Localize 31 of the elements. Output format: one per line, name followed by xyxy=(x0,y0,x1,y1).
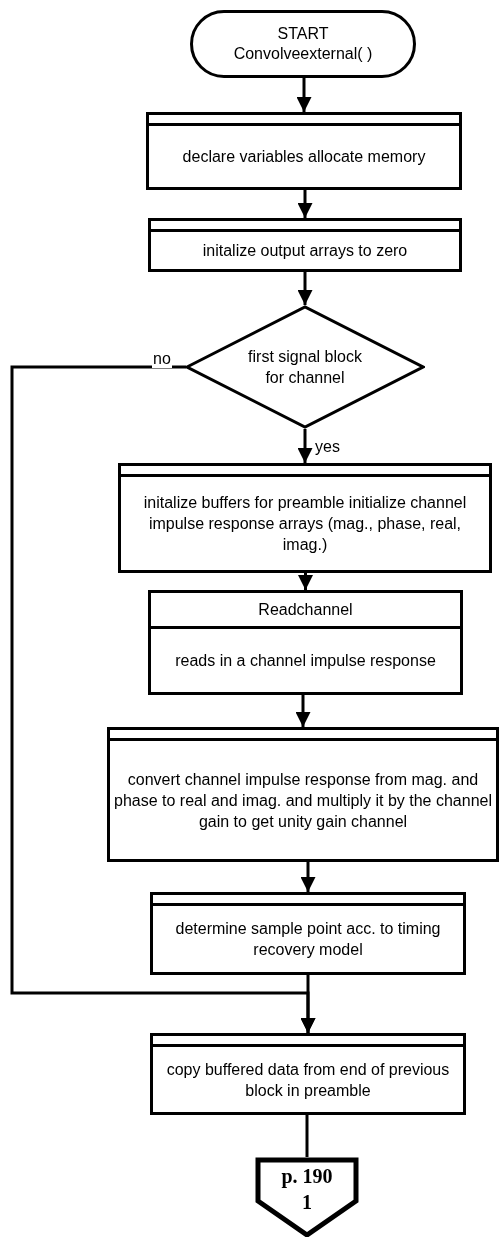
subroutine-box xyxy=(148,590,463,695)
offpage-connector xyxy=(255,1157,359,1237)
arrow xyxy=(10,365,316,1033)
process-box xyxy=(150,1033,466,1115)
arrow xyxy=(297,272,313,305)
node-text: first signal block for channel xyxy=(247,347,363,388)
arrow xyxy=(300,862,316,892)
arrow xyxy=(296,78,312,112)
arrow xyxy=(297,190,313,218)
process-box xyxy=(146,112,462,190)
node-text: determine sample point acc. to timing recovery model xyxy=(174,919,442,960)
node-text: p. 190 xyxy=(281,1164,333,1189)
process-box xyxy=(150,892,466,975)
connector-line xyxy=(305,1115,309,1157)
arrow xyxy=(298,573,313,590)
process-box xyxy=(107,727,499,862)
process-box xyxy=(148,218,462,272)
node-text: initalize buffers for preamble initialize channel impulse response arrays (mag., phase, real, imag.) xyxy=(142,493,468,555)
node-text: reads in a channel impulse response xyxy=(175,651,436,671)
node-text: copy buffered data from end of previous block in preamble xyxy=(165,1059,451,1101)
node-text: initalize output arrays to zero xyxy=(202,241,408,261)
process-box xyxy=(118,463,492,573)
node-text: convert channel impulse response from mag. and phase to real and imag. and multiply it by the channel gain to get unity gain channel xyxy=(114,769,492,832)
node-text: START xyxy=(277,24,329,44)
node-text: 1 xyxy=(302,1190,312,1215)
arrow xyxy=(297,429,313,463)
node-text: Convolveexternal( ) xyxy=(233,44,373,64)
node-text: declare variables allocate memory xyxy=(182,147,426,167)
decision-diamond xyxy=(185,305,425,429)
arrow xyxy=(295,695,311,727)
node-text: Readchannel xyxy=(258,599,353,620)
